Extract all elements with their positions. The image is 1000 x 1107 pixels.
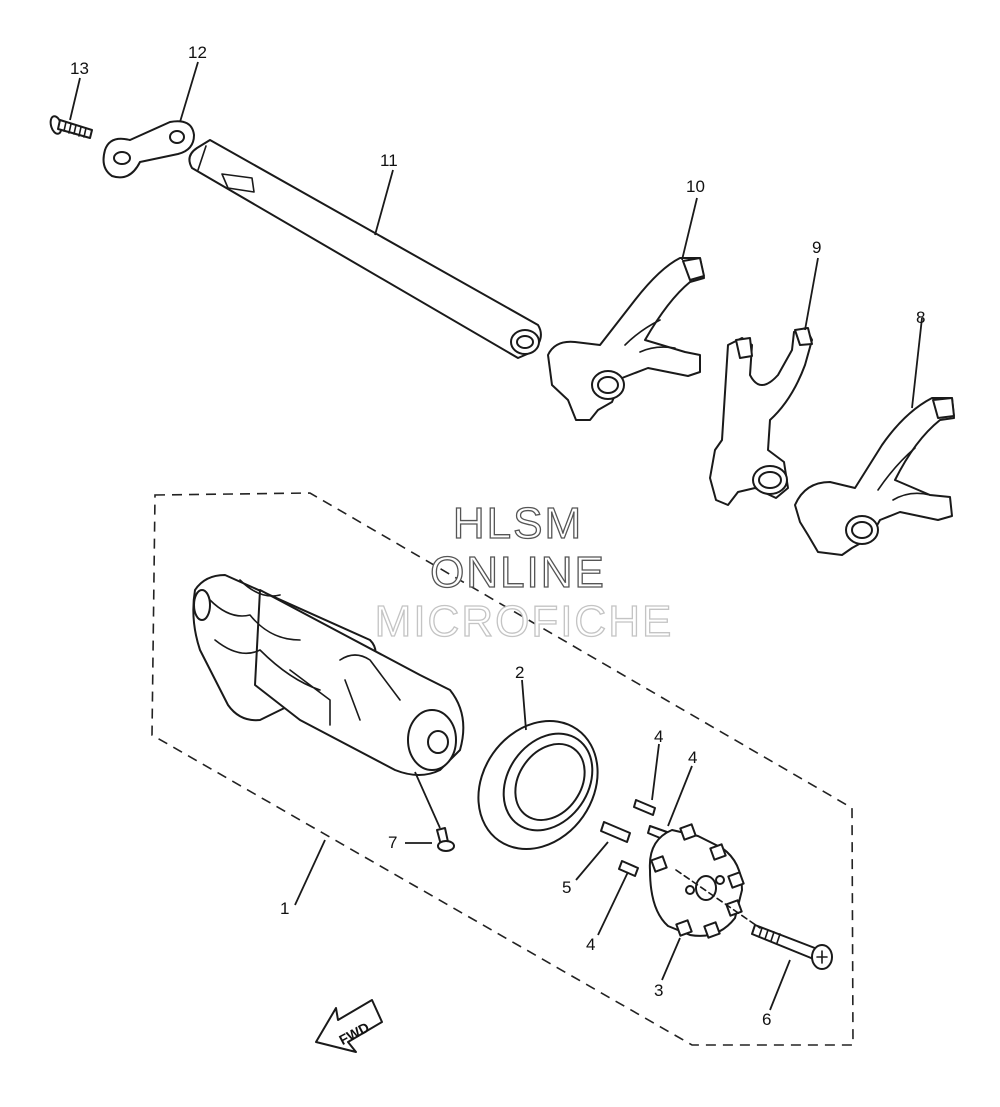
assembly-boundary: [151, 492, 854, 1046]
watermark: HLSM ONLINE MICROFICHE: [374, 498, 674, 646]
callout-2: 2: [515, 663, 524, 682]
part-4-pin-c: [618, 860, 639, 877]
part-5-pin: [600, 821, 631, 843]
part-7-pin: [436, 827, 455, 852]
callout-6: 6: [762, 1010, 771, 1029]
callout-3: 3: [654, 981, 663, 1000]
callout-13: 13: [70, 59, 89, 78]
leader-lines: [69, 61, 923, 1011]
part-4-pin-a: [633, 799, 656, 816]
part-12-plate: [102, 120, 195, 179]
part-9-fork: [709, 327, 813, 506]
part-1-shift-drum: [192, 574, 465, 776]
callout-4c: 4: [586, 935, 595, 954]
callout-10: 10: [686, 177, 705, 196]
part-6-axis-line: [675, 869, 761, 929]
watermark-line-2: ONLINE: [430, 548, 606, 597]
watermark-line-1: HLSM: [453, 499, 583, 548]
fwd-arrow-icon: FWD: [315, 999, 383, 1053]
callout-4a: 4: [654, 727, 663, 746]
callout-8: 8: [916, 308, 925, 327]
callout-11: 11: [380, 151, 398, 170]
callout-7: 7: [388, 833, 397, 852]
callout-9: 9: [812, 238, 821, 257]
part-11-shaft: [188, 139, 542, 359]
part-3-segment: [648, 823, 745, 939]
part-2-bearing: [477, 719, 599, 851]
part-13-screw: [49, 115, 93, 139]
part-10-fork: [547, 257, 705, 421]
watermark-line-3: MICROFICHE: [375, 597, 674, 646]
callout-4b: 4: [688, 748, 697, 767]
part-6-bolt: [751, 924, 833, 970]
callout-5: 5: [562, 878, 571, 897]
callout-1: 1: [280, 899, 289, 918]
part-8-fork: [794, 397, 955, 556]
callout-12: 12: [188, 43, 207, 62]
